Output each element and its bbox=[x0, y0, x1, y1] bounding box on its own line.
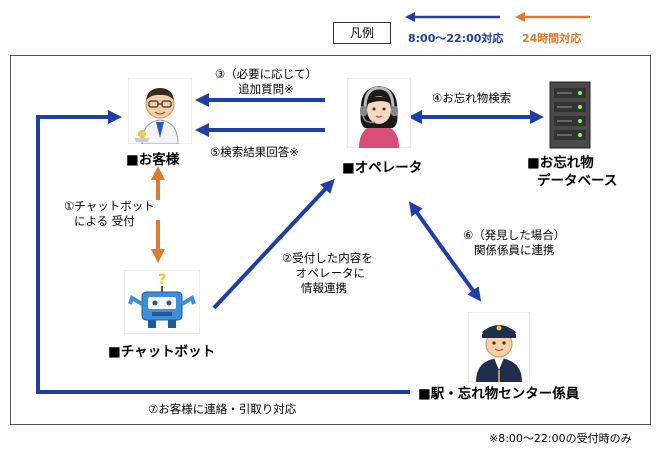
footnote: ※8:00〜22:00の受付時のみ bbox=[489, 432, 632, 445]
step2-line1: ②受付した内容を bbox=[282, 251, 373, 265]
step5-label: ⑤検索結果回答※ bbox=[210, 145, 299, 159]
svg-text:?: ? bbox=[158, 272, 166, 288]
legend-blue-label: 8:00〜22:00対応 bbox=[408, 32, 504, 45]
database-label-line2: データベース bbox=[537, 173, 618, 189]
step4-label: ④お忘れ物検索 bbox=[432, 91, 512, 105]
arrow-staff-to-operator bbox=[408, 201, 447, 254]
staff-label: ■駅・忘れ物センター係員 bbox=[418, 386, 580, 402]
step3-line2: 追加質問※ bbox=[238, 82, 294, 96]
arrow-operator-to-staff bbox=[438, 243, 482, 302]
customer-person-icon bbox=[128, 78, 192, 144]
step1-line1: ①チャットボット bbox=[64, 199, 155, 213]
arrow-staff-to-customer bbox=[36, 110, 410, 394]
arrow-chatbot-to-operator bbox=[212, 178, 335, 310]
step1-line2: による 受付 bbox=[74, 214, 135, 228]
step7-label: ⑦お客様に連絡・引取り対応 bbox=[148, 402, 297, 416]
operator-label: ■オペレータ bbox=[342, 160, 423, 176]
legend-title: 凡例 bbox=[333, 22, 391, 44]
step6-line1: ⑥（発見した場合） bbox=[463, 228, 566, 242]
step3-line1: ③（必要に応じて） bbox=[214, 67, 318, 81]
step2-line3: 情報連携 bbox=[301, 281, 347, 295]
legend-orange-label: 24時間対応 bbox=[522, 32, 582, 45]
chatbot-label: ■チャットボット bbox=[108, 344, 216, 360]
robot-icon: ? bbox=[124, 270, 200, 334]
database-label-line1: ■お忘れ物 bbox=[527, 155, 594, 171]
customer-label: ■お客様 bbox=[126, 152, 180, 168]
step2-line2: オペレータに bbox=[296, 266, 365, 280]
operator-headset-icon bbox=[347, 78, 411, 148]
step6-line2: 関係係員に連携 bbox=[474, 243, 555, 257]
diagram-frame bbox=[10, 55, 651, 425]
server-icon bbox=[549, 81, 591, 149]
station-staff-icon bbox=[468, 312, 530, 382]
